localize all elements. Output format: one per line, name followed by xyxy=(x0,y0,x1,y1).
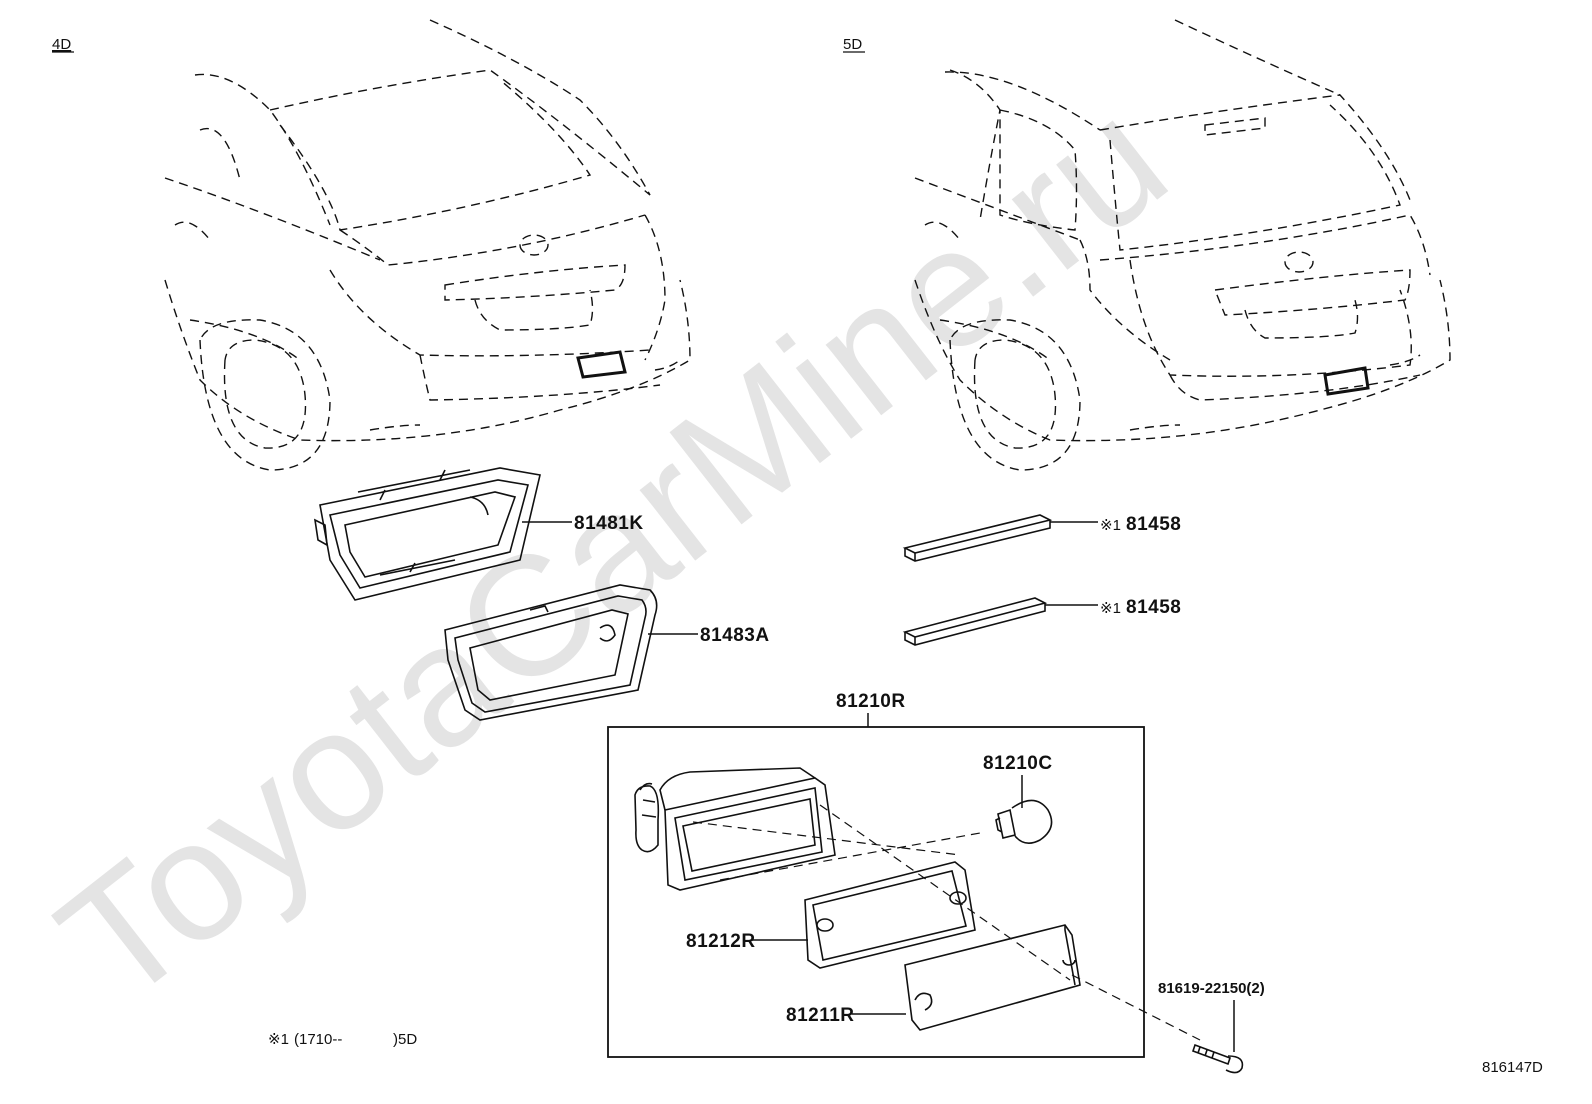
diagram-code: 816147D xyxy=(1482,1059,1543,1076)
part-81483A-bezel xyxy=(444,584,658,721)
footnote-mark: ※1 xyxy=(268,1031,289,1048)
part-81458-strip-lower xyxy=(902,597,1048,646)
label-81458-upper: 81458 xyxy=(1126,514,1181,535)
view-label-5d: 5D xyxy=(843,36,862,53)
label-81211R: 81211R xyxy=(786,1005,855,1026)
part-81211R-lens xyxy=(904,924,1081,1031)
part-81481K-cover xyxy=(313,467,541,601)
label-81483A: 81483A xyxy=(700,625,770,646)
label-81481K: 81481K xyxy=(574,513,644,534)
label-81210R: 81210R xyxy=(836,691,906,712)
part-81619-screw xyxy=(1191,1043,1244,1074)
label-81210C: 81210C xyxy=(983,753,1053,774)
label-81458-lower: 81458 xyxy=(1126,597,1181,618)
part-81210C-bulb xyxy=(995,799,1053,844)
mark-81458-lower: ※1 xyxy=(1100,600,1121,617)
part-lamp-housing xyxy=(634,767,836,891)
footnote-range: (1710-- xyxy=(294,1031,342,1048)
view-label-4d: 4D xyxy=(52,36,71,53)
hatch-car-outline xyxy=(914,19,1451,471)
watermark: ToyotaCarMine.ru xyxy=(26,63,1200,1039)
label-81619: 81619-22150(2) xyxy=(1158,980,1265,997)
part-81458-strip-upper xyxy=(902,514,1053,562)
label-81212R: 81212R xyxy=(686,931,756,952)
mark-81458-upper: ※1 xyxy=(1100,517,1121,534)
assembly-box-81210R xyxy=(607,726,1145,1058)
footnote-model: )5D xyxy=(393,1031,417,1048)
sedan-car-outline xyxy=(164,19,691,471)
part-81212R-gasket xyxy=(804,861,976,969)
